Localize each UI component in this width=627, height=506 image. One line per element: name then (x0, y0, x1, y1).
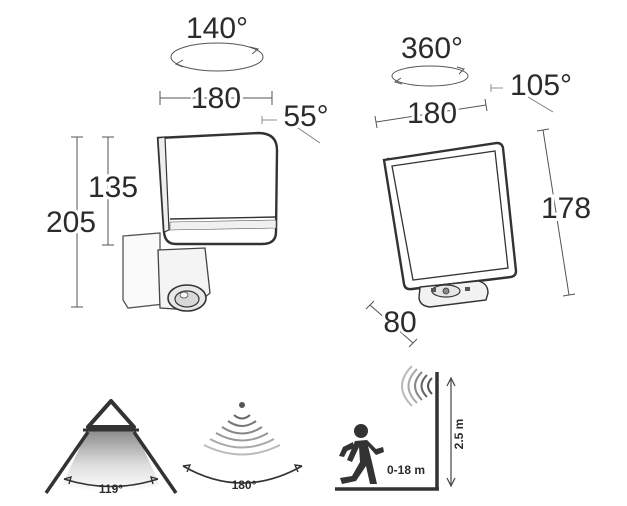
detection-waves-icon (182, 402, 303, 484)
panel-width-label: 180 (407, 97, 457, 130)
panel-rotation-arrow-icon (391, 65, 469, 87)
sensor-waves-icon (401, 365, 433, 407)
light-rotation-label: 140° (186, 12, 248, 45)
light-width-dimension-line (159, 91, 273, 105)
head-height-label: 135 (88, 171, 138, 204)
light-tilt-indicator (261, 116, 321, 144)
light-width-label: 180 (191, 82, 241, 115)
panel-height-label: 178 (541, 192, 591, 225)
panel-rotation-label: 360° (401, 32, 463, 65)
head-height-dimension-line (102, 136, 114, 246)
sensor-mount-icon (335, 365, 456, 491)
beam-angle-icon (44, 399, 178, 494)
rotation-arrow-icon (170, 42, 264, 72)
detection-angle-label: 180° (232, 478, 257, 492)
floodlight-drawing (122, 131, 279, 312)
panel-tilt-indicator (490, 84, 554, 113)
light-unit: 140° 180 55° 205 135 (43, 12, 329, 312)
panel-depth-dimension-line (365, 300, 418, 348)
panel-tilt-label: 105° (510, 69, 572, 102)
range-label: 0-18 m (387, 463, 425, 477)
panel-depth-label: 80 (383, 306, 416, 339)
walking-person-icon (339, 424, 384, 484)
beam-angle-label: 119° (99, 482, 123, 496)
panel-width-dimension-line (374, 98, 488, 129)
total-height-label: 205 (46, 206, 96, 239)
solar-panel-unit: 360° 180 105° 178 80 (365, 32, 594, 348)
solar-panel-drawing (382, 141, 518, 308)
mount-height-label: 2.5 m (452, 419, 466, 450)
panel-height-dimension-line (536, 128, 576, 297)
light-tilt-label: 55° (283, 100, 328, 133)
total-height-dimension-line (71, 136, 83, 308)
